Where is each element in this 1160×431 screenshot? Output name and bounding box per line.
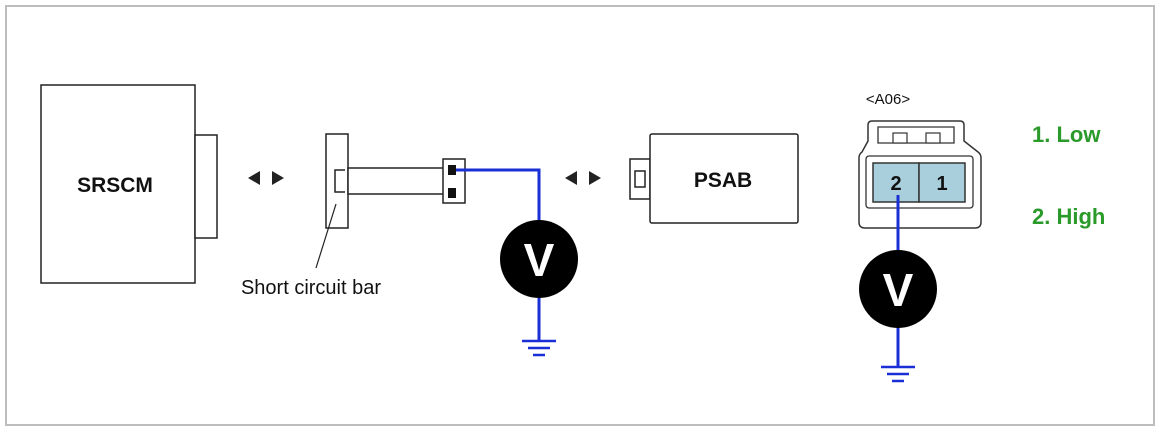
voltmeter-left: V [500, 220, 578, 298]
pin-1-cavity [918, 162, 966, 203]
connector-a06-label: <A06> [866, 91, 910, 108]
srscm-connector [194, 134, 218, 239]
connection-arrows-left [248, 171, 284, 185]
srscm-label: SRSCM [77, 174, 153, 197]
voltmeter-right: V [859, 250, 937, 328]
pin-2-label: 2 [890, 173, 901, 195]
psab-label: PSAB [694, 169, 752, 192]
short-circuit-bar: Short circuit bar [241, 133, 466, 299]
srscm-module: SRSCM [40, 84, 218, 284]
probe-wire-left [456, 168, 556, 357]
probe-wire-right [881, 195, 915, 383]
psab-module: PSAB [629, 133, 799, 224]
pin-legend: 1. Low 2. High [1032, 122, 1105, 229]
connector-a06: <A06> 2 1 [858, 91, 982, 229]
leader-line [315, 203, 337, 269]
connection-arrows-right [565, 171, 601, 185]
psab-body [649, 133, 799, 224]
short-bar-label: Short circuit bar [241, 277, 381, 299]
harness-connector [325, 133, 349, 229]
pin-2-cavity [872, 162, 920, 203]
voltmeter-left-symbol: V [524, 234, 555, 286]
legend-item-high: 2. High [1032, 204, 1105, 229]
bar-body [347, 167, 446, 195]
pin-1-label: 1 [936, 173, 947, 195]
voltmeter-right-symbol: V [883, 264, 914, 316]
legend-item-low: 1. Low [1032, 122, 1101, 147]
srscm-body [40, 84, 196, 284]
